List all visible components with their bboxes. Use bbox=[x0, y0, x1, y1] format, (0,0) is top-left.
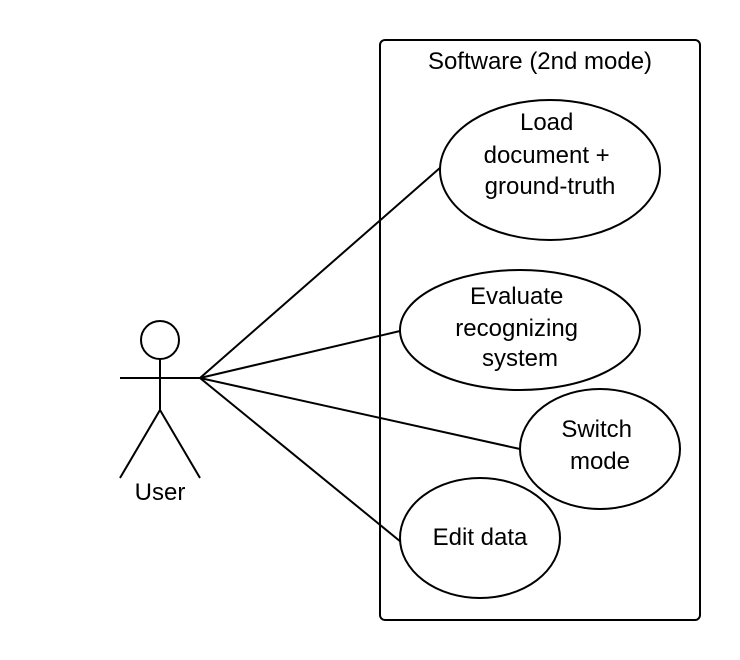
use-case-label: Evaluate recognizing system bbox=[455, 283, 584, 372]
use-case-edit-data: Edit data bbox=[399, 477, 561, 599]
use-case-label-line: ground-truth bbox=[485, 173, 616, 200]
use-case-label-line: Switch bbox=[561, 416, 632, 443]
use-case-ellipse bbox=[399, 269, 641, 391]
actor-left-leg bbox=[119, 409, 161, 479]
use-case-label-line: recognizing bbox=[455, 315, 578, 342]
actor-right-leg bbox=[159, 409, 201, 479]
use-case-ellipse bbox=[519, 388, 681, 510]
use-case-label: Edit data bbox=[433, 524, 528, 551]
system-title: Software (2nd mode) bbox=[428, 48, 652, 75]
actor-label: User bbox=[135, 479, 186, 506]
use-case-label: Switch mode bbox=[561, 416, 638, 475]
use-case-label: Load document + ground-truth bbox=[484, 109, 617, 200]
association-line-switch-mode bbox=[199, 377, 521, 450]
use-case-switch-mode: Switch mode bbox=[519, 388, 681, 510]
use-case-label-line: mode bbox=[570, 448, 630, 475]
use-case-label-line: Edit data bbox=[433, 524, 528, 551]
use-case-label-line: Evaluate bbox=[470, 283, 563, 310]
use-case-ellipse bbox=[399, 477, 561, 599]
association-line-evaluate bbox=[199, 330, 401, 379]
associations bbox=[199, 166, 521, 543]
use-case-label-line: system bbox=[482, 345, 558, 372]
association-line-edit-data bbox=[199, 377, 402, 543]
association-line-load-document bbox=[199, 166, 442, 379]
system-boundary bbox=[379, 39, 701, 621]
use-case-label-line: Load bbox=[520, 109, 573, 136]
actor-head bbox=[140, 320, 180, 360]
use-case-evaluate: Evaluate recognizing system bbox=[399, 269, 641, 391]
use-case-load-document: Load document + ground-truth bbox=[439, 99, 661, 241]
use-case-label-line: document + bbox=[484, 142, 610, 169]
actor-user: User bbox=[119, 320, 201, 506]
use-case-ellipse bbox=[439, 99, 661, 241]
